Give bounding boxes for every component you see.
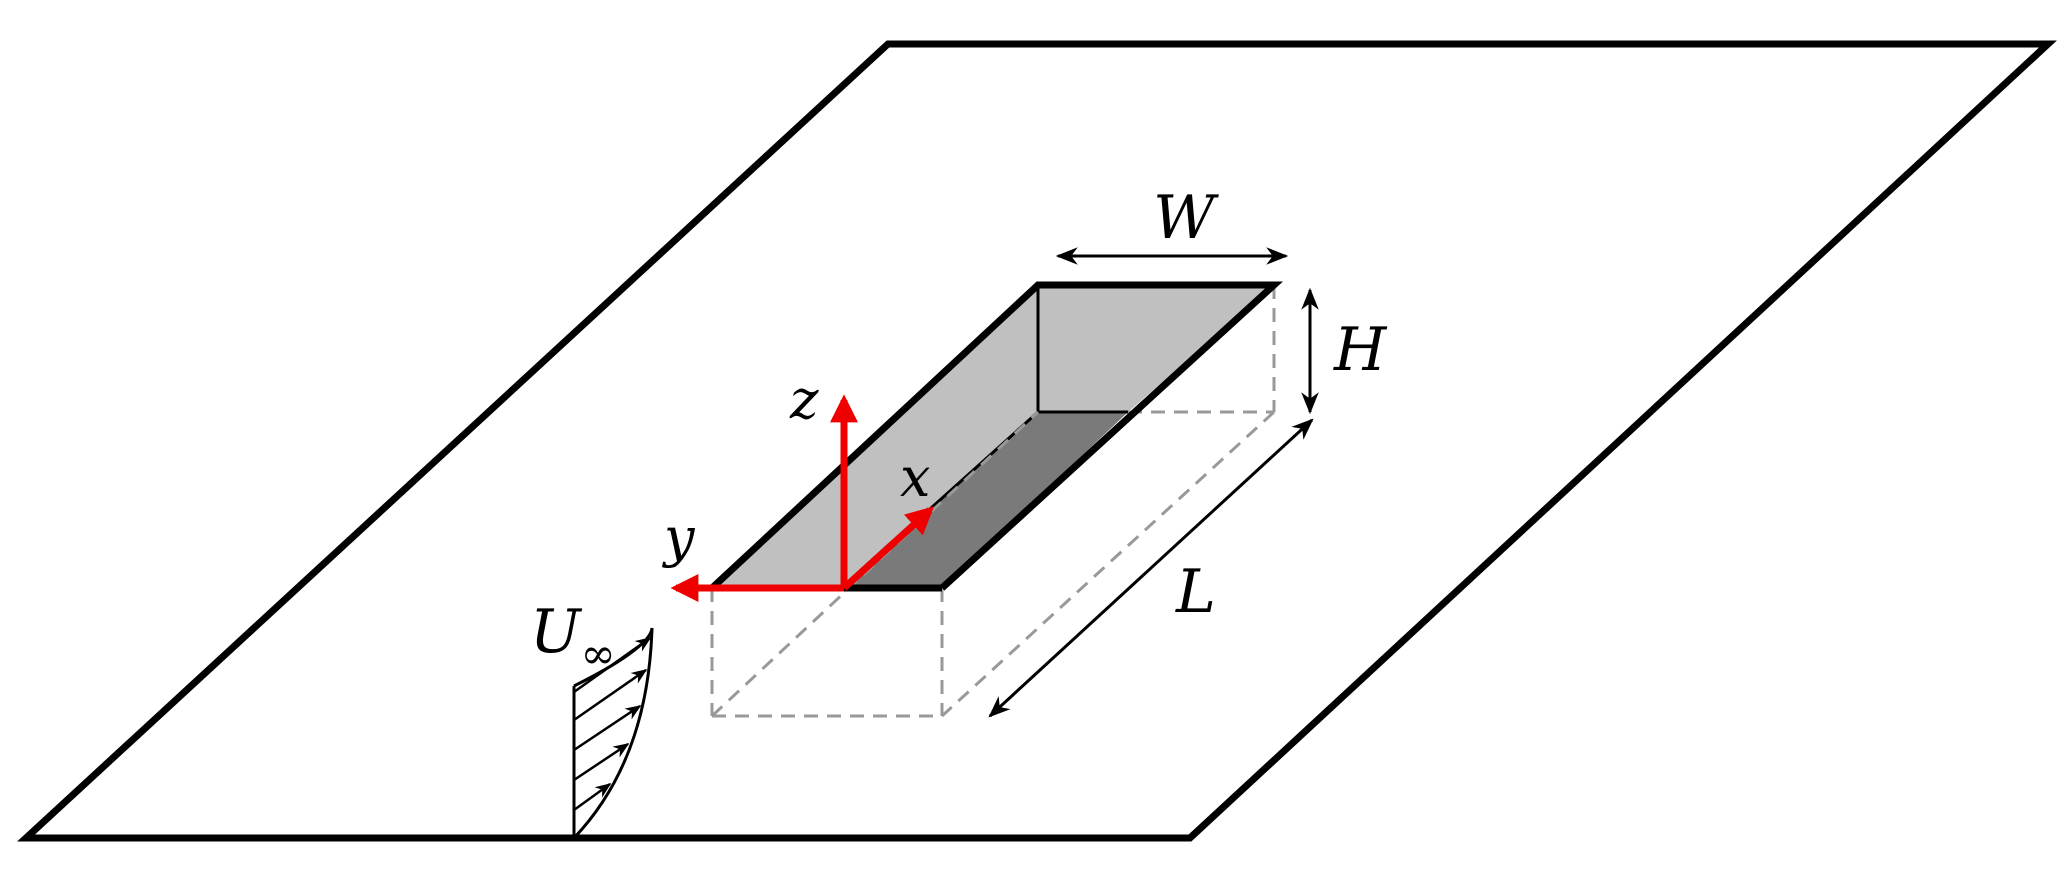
height-label: H	[1333, 315, 1388, 385]
length-dimension-arrow	[988, 418, 1314, 718]
x-axis-label: x	[900, 446, 930, 509]
width-label: W	[1153, 183, 1219, 253]
y-axis-label: y	[662, 506, 696, 569]
cavity-back-wall	[1038, 285, 1274, 412]
freestream-subscript: ∞	[581, 629, 616, 678]
z-axis-label: z	[789, 368, 819, 431]
coordinate-axes	[670, 394, 935, 602]
velocity-profile	[572, 627, 654, 840]
flat-plate	[17, 40, 2057, 842]
length-label: L	[1175, 557, 1216, 627]
x-axis-arrow	[841, 506, 935, 591]
freestream-velocity-label: U∞	[530, 597, 616, 678]
